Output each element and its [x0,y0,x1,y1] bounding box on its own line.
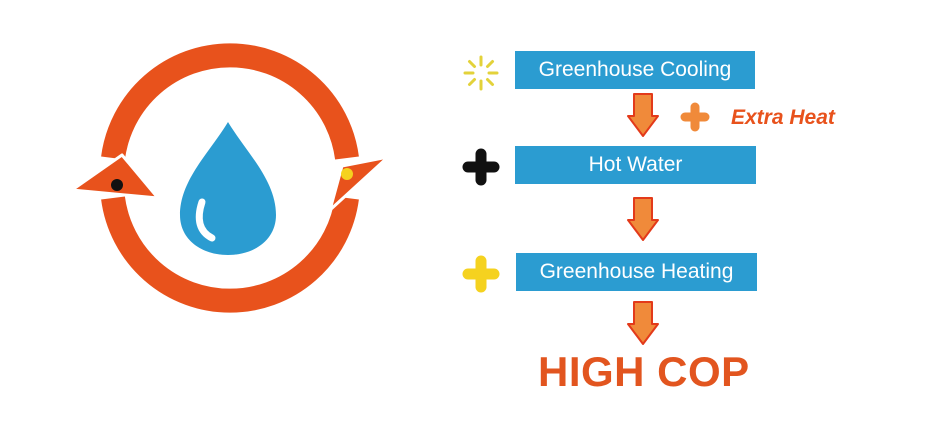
down-arrow-icon [627,197,659,241]
cycle-arc-bottom-icon [101,196,359,313]
hot-water-label: Hot Water [588,153,683,176]
right-arrowhead-icon [328,155,390,212]
greenhouse-cooling-box: Greenhouse Cooling [515,51,755,89]
left-arrowhead-icon [70,153,160,200]
water-drop-icon [180,122,276,255]
greenhouse-heating-box: Greenhouse Heating [516,253,757,291]
yellow-plus-icon [462,255,500,293]
black-dot-icon [111,179,123,191]
cycle-diagram [70,43,390,313]
down-arrow-icon [627,93,659,137]
cycle-arc-top-icon [101,43,359,160]
orange-plus-icon [680,102,710,132]
drop-highlight-icon [195,198,216,242]
yellow-dot-icon [341,168,353,180]
greenhouse-heating-label: Greenhouse Heating [539,260,734,283]
greenhouse-cooling-label: Greenhouse Cooling [538,58,732,81]
extra-heat-label: Extra Heat [731,106,835,129]
high-cop-label: HIGH COP [538,348,750,395]
down-arrow-icon [627,301,659,345]
black-plus-icon [462,148,500,186]
hot-water-box: Hot Water [515,146,756,184]
sun-burst-icon [463,55,499,91]
